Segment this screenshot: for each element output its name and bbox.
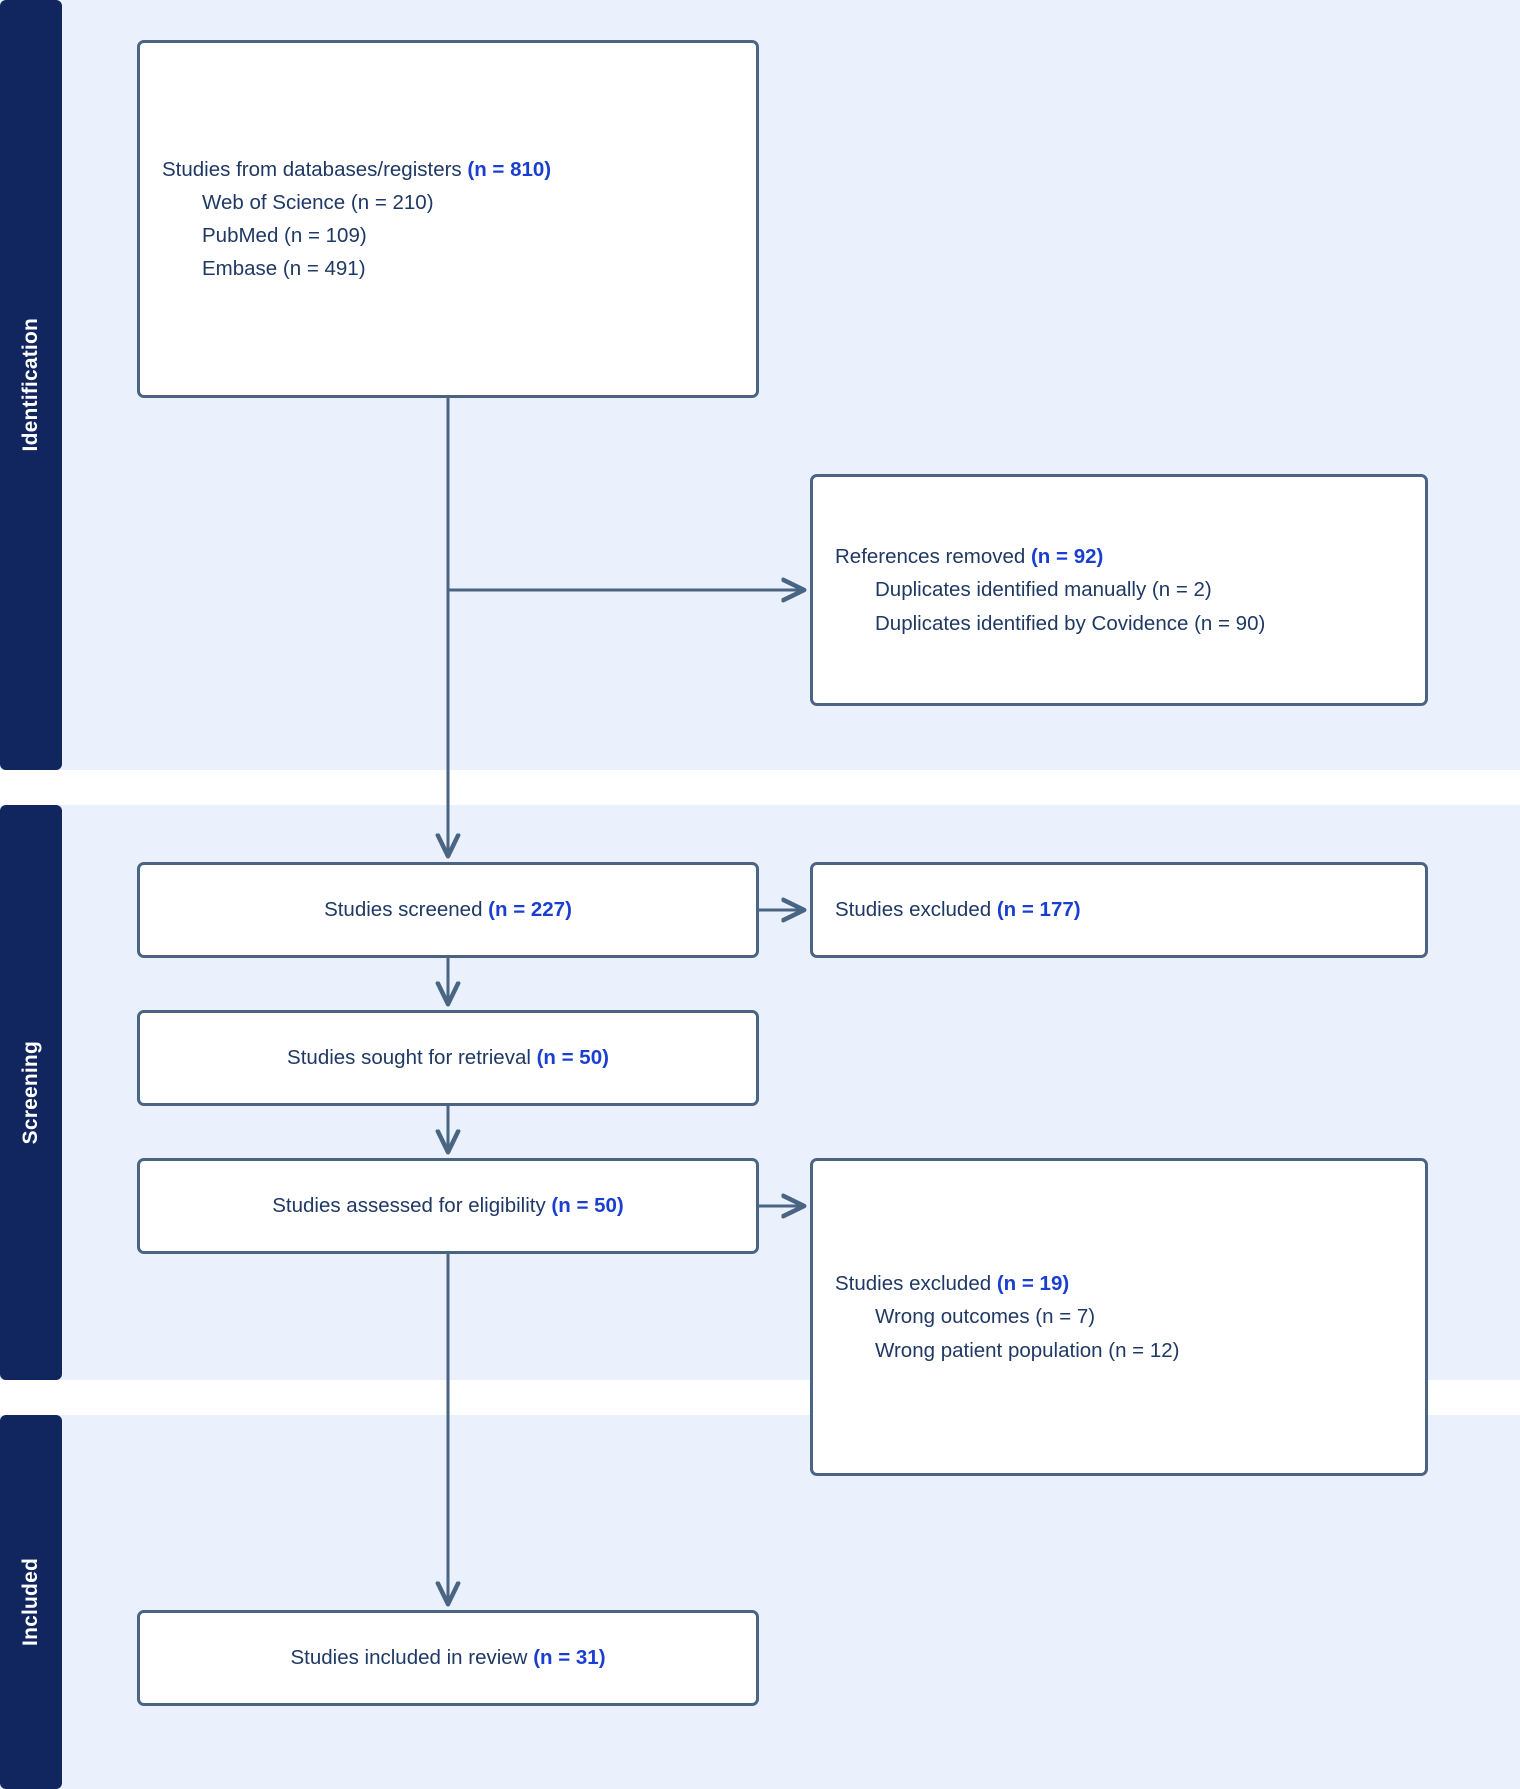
node-databases-sub-2: Embase (n = 491)	[202, 257, 366, 281]
node-studies-screened-count: (n = 227)	[488, 898, 572, 922]
node-studies-excluded-eligibility-label: Studies excluded	[835, 1272, 997, 1296]
node-studies-sought-headline: Studies sought for retrieval (n = 50)	[162, 1041, 734, 1074]
node-studies-sought-label: Studies sought for retrieval	[287, 1046, 537, 1070]
node-studies-excluded-screening-headline: Studies excluded (n = 177)	[835, 893, 1403, 926]
node-references-removed-headline: References removed (n = 92)	[835, 540, 1403, 573]
node-studies-excluded-screening-count: (n = 177)	[996, 898, 1081, 922]
stage-label-screening-text: Screening	[19, 1040, 42, 1145]
stage-label-included: Included	[0, 1415, 62, 1789]
stage-label-identification: Identification	[0, 0, 62, 770]
node-databases-sub-1: PubMed (n = 109)	[202, 224, 367, 247]
node-studies-excluded-screening-label: Studies excluded	[835, 898, 997, 922]
node-studies-excluded-screening: Studies excluded (n = 177)	[810, 862, 1428, 958]
node-studies-included-label: Studies included in review	[290, 1646, 534, 1670]
node-studies-sought-for-retrieval: Studies sought for retrieval (n = 50)	[137, 1010, 759, 1106]
node-studies-excluded-eligibility-count: (n = 19)	[996, 1272, 1070, 1296]
node-studies-included-in-review: Studies included in review (n = 31)	[137, 1610, 759, 1706]
node-studies-screened-label: Studies screened	[324, 898, 489, 922]
node-studies-sought-count: (n = 50)	[536, 1046, 609, 1070]
node-studies-assessed-headline: Studies assessed for eligibility (n = 50…	[162, 1189, 734, 1222]
node-studies-screened-headline: Studies screened (n = 227)	[162, 893, 734, 926]
stage-label-identification-text: Identification	[19, 318, 42, 452]
node-databases-sub-0: Web of Science (n = 210)	[202, 190, 434, 214]
node-databases-headline: Studies from databases/registers (n = 81…	[162, 153, 734, 186]
node-studies-excluded-eligibility: Studies excluded (n = 19) Wrong outcomes…	[810, 1158, 1428, 1476]
node-references-removed-sub-1: Duplicates identified by Covidence (n = …	[875, 611, 1266, 635]
node-references-removed-label: References removed	[835, 545, 1031, 569]
node-studies-assessed-count: (n = 50)	[551, 1194, 624, 1218]
node-studies-excluded-eligibility-sub-0: Wrong outcomes (n = 7)	[875, 1305, 1096, 1329]
node-references-removed: References removed (n = 92) Duplicates i…	[810, 474, 1428, 706]
stage-label-screening: Screening	[0, 805, 62, 1380]
node-databases-label: Studies from databases/registers	[162, 157, 468, 181]
node-studies-excluded-eligibility-sub-1: Wrong patient population (n = 12)	[875, 1338, 1180, 1362]
node-studies-excluded-eligibility-headline: Studies excluded (n = 19)	[835, 1267, 1403, 1300]
node-databases-count: (n = 810)	[467, 157, 552, 181]
band-included	[0, 1415, 1520, 1789]
node-studies-included-headline: Studies included in review (n = 31)	[162, 1641, 734, 1674]
node-studies-screened: Studies screened (n = 227)	[137, 862, 759, 958]
node-references-removed-sub-0: Duplicates identified manually (n = 2)	[875, 578, 1212, 602]
node-studies-assessed-for-eligibility: Studies assessed for eligibility (n = 50…	[137, 1158, 759, 1254]
node-studies-from-databases: Studies from databases/registers (n = 81…	[137, 40, 759, 398]
node-studies-included-count: (n = 31)	[533, 1646, 606, 1670]
node-studies-assessed-label: Studies assessed for eligibility	[272, 1194, 552, 1218]
stage-label-included-text: Included	[19, 1558, 42, 1646]
node-references-removed-count: (n = 92)	[1030, 545, 1104, 569]
